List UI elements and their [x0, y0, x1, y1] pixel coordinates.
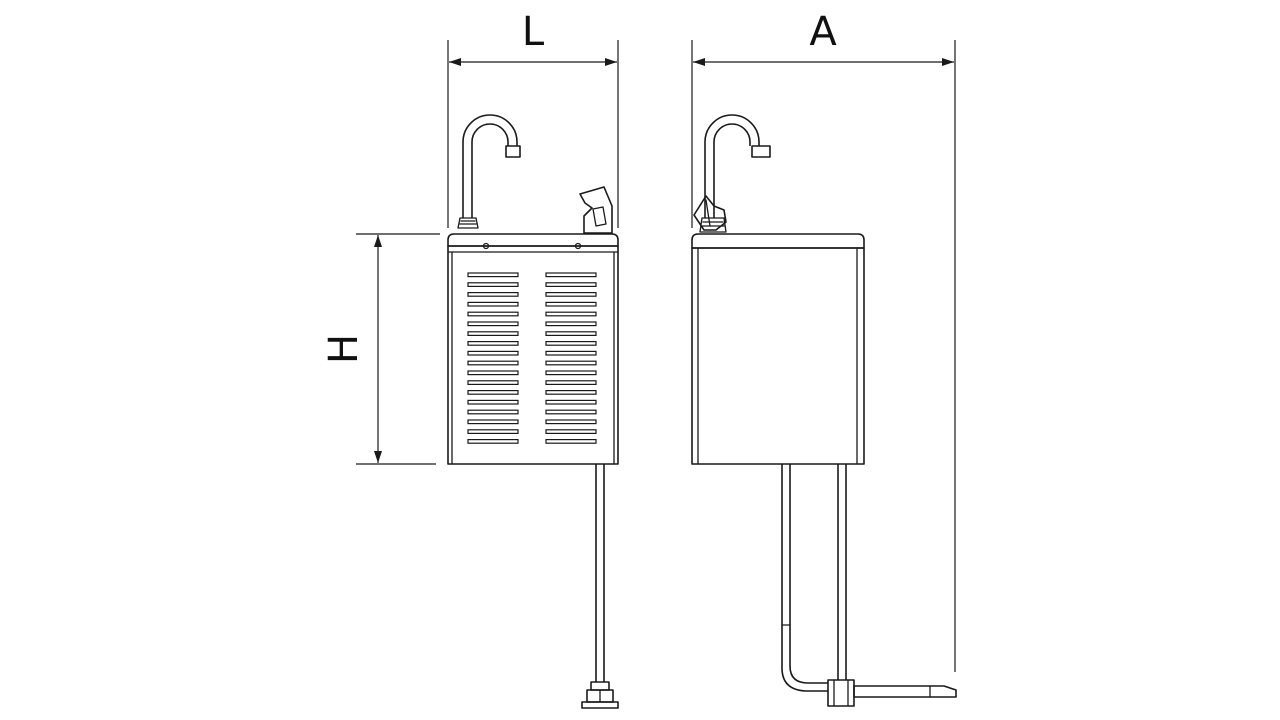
vent-slot	[467, 439, 519, 444]
vent-slot	[545, 350, 597, 356]
faucet-nozzle	[505, 145, 521, 158]
vent-slot	[467, 390, 519, 395]
side-faucet-pipe-outer	[704, 114, 760, 218]
side-faucet-pipe-inner	[713, 123, 751, 218]
vent-slot	[467, 419, 519, 425]
valve-foot	[581, 701, 619, 709]
vent-slot	[545, 429, 597, 434]
vent-slot	[545, 409, 597, 415]
vent-slot	[545, 341, 597, 346]
front-floor-valve	[581, 681, 619, 709]
width-label: L	[522, 9, 545, 55]
front-view	[447, 114, 619, 709]
vent-slot	[467, 272, 519, 278]
side-bubbler-detail	[705, 199, 711, 227]
vent-slot	[467, 321, 519, 327]
dimension-depth: A	[691, 9, 956, 672]
bubbler-guard	[592, 206, 607, 227]
vent-slot	[545, 331, 597, 336]
vent-slot	[467, 311, 519, 317]
depth-label: A	[809, 9, 837, 55]
vent-slot	[545, 390, 597, 395]
vent-slot	[545, 311, 597, 317]
side-supply-pipe-inner	[789, 464, 828, 684]
vent-slot	[545, 360, 597, 366]
side-view	[691, 114, 957, 707]
front-top-cap	[447, 233, 619, 247]
vent-slot	[545, 370, 597, 376]
vent-slot	[467, 409, 519, 415]
front-gooseneck-faucet	[457, 114, 521, 229]
vent-slot	[467, 292, 519, 297]
vent-slot	[545, 321, 597, 327]
faucet-pipe-inner	[471, 123, 509, 218]
vent-slot	[467, 331, 519, 336]
vent-slot	[545, 292, 597, 297]
height-label: H	[321, 334, 367, 364]
vent-slot	[545, 301, 597, 307]
vent-slot	[467, 370, 519, 376]
vent-slot	[467, 341, 519, 346]
vent-slot	[545, 380, 597, 385]
vent-slot	[467, 282, 519, 287]
front-vent-column-left	[467, 272, 519, 444]
dimension-width: L	[447, 9, 619, 228]
vent-slot	[545, 439, 597, 444]
vent-slot	[467, 360, 519, 366]
vent-slot	[545, 399, 597, 405]
bubbler-body	[579, 186, 613, 234]
side-gooseneck-faucet	[699, 114, 771, 233]
faucet-pipe-outer	[462, 114, 518, 218]
side-supply-pipe-outer	[781, 464, 828, 692]
vent-slot	[467, 399, 519, 405]
vent-slot	[545, 272, 597, 278]
vent-slot	[467, 350, 519, 356]
side-top-cap	[691, 233, 865, 249]
faucet-base-nut	[457, 217, 479, 229]
front-cabinet	[447, 245, 619, 465]
vent-slot	[467, 380, 519, 385]
pedal-valve-body	[827, 679, 855, 707]
side-cabinet	[691, 247, 865, 465]
vent-slot	[545, 282, 597, 287]
side-bubbler	[693, 195, 727, 231]
valve-collar	[590, 681, 610, 691]
vent-slot	[467, 429, 519, 434]
side-faucet-nozzle	[751, 145, 771, 158]
foot-pedal	[853, 685, 957, 698]
vent-slot	[467, 301, 519, 307]
side-pedal-valve	[827, 679, 957, 707]
front-bubbler	[579, 186, 613, 234]
vent-slot	[545, 419, 597, 425]
dimension-height: H	[321, 233, 440, 465]
front-vent-column-right	[545, 272, 597, 444]
